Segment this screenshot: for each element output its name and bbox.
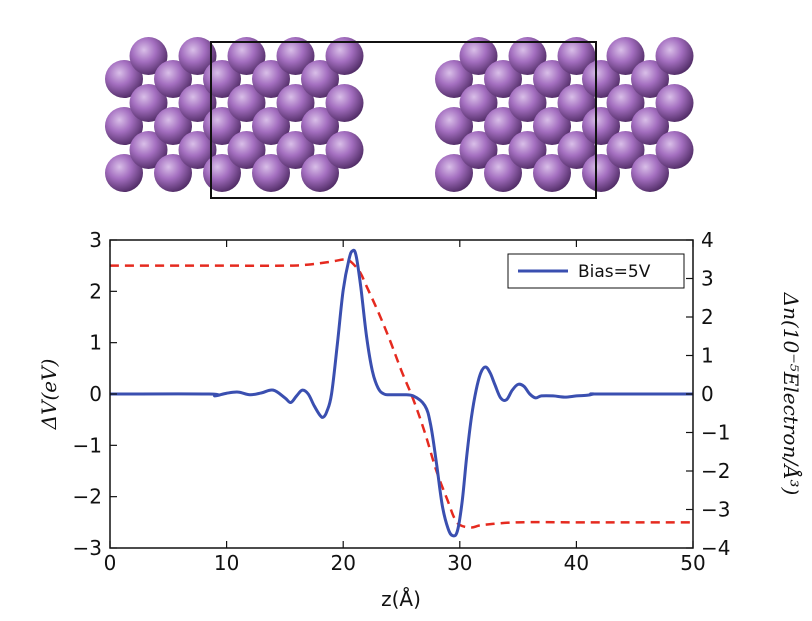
y-left-tick-label: −1 [73,433,102,457]
x-tick-label: 10 [214,551,239,575]
atom [178,84,217,122]
atom [631,107,669,145]
charge-density-line-bias [109,248,693,538]
atom [252,60,290,98]
y-right-tick-label: −3 [701,498,730,522]
y-axis-left-title: ΔV(eV) [37,359,61,431]
atom [459,37,498,75]
atom [435,107,473,145]
atom [227,84,266,122]
atom [154,154,192,192]
atom [582,154,620,192]
atom [105,107,143,145]
atom [325,37,364,75]
atom [227,131,266,169]
atom [533,107,571,145]
atom [154,60,192,98]
atom [276,131,315,169]
y-left-tick-label: 2 [89,279,102,303]
atom [435,60,473,98]
y-right-tick-label: 2 [701,305,714,329]
y-left-tick-label: −3 [73,536,102,560]
atom [178,131,217,169]
atom [582,107,620,145]
y-right-tick-label: 1 [701,344,714,368]
atom [557,131,596,169]
atom [533,154,571,192]
atom [178,37,217,75]
legend-label-bias: Bias=5V [578,262,651,282]
y-axis-right-title: Δn(10⁻⁵Electron/Å³) [779,292,804,496]
y-right-tick-label: −1 [701,421,730,445]
atom [557,84,596,122]
atom [631,154,669,192]
legend: Bias=5V [507,253,685,289]
atom [484,107,522,145]
x-axis-title: z(Å) [381,587,421,611]
atom [276,37,315,75]
atom [129,131,168,169]
x-tick-label: 30 [447,551,472,575]
atom [325,131,364,169]
atom [606,131,645,169]
atom [325,84,364,122]
atom [154,107,192,145]
atom [301,107,339,145]
atom [484,60,522,98]
atom [105,154,143,192]
atom [557,37,596,75]
atom [508,37,547,75]
y-right-tick-label: −4 [701,536,730,560]
atom [655,131,694,169]
atom [655,37,694,75]
y-left-tick-label: 3 [89,228,102,252]
atom [301,60,339,98]
y-right-tick-label: 3 [701,267,714,291]
ticks-layer: 0 10 20 30 40 50 −3 −2 −1 0 1 2 3 −4 −3 −2 −1 0 1 2 3 4 [73,228,731,575]
series-layer [109,248,693,538]
atom [129,37,168,75]
atom [252,107,290,145]
y-left-tick-label: −2 [73,485,102,509]
atom [533,60,571,98]
atom [459,131,498,169]
atom [484,154,522,192]
x-tick-label: 40 [564,551,589,575]
potential-line-dashed [110,258,693,529]
atom [227,37,266,75]
y-left-tick-label: 1 [89,331,102,355]
atom [582,60,620,98]
y-right-tick-label: 4 [701,228,714,252]
atom [105,60,143,98]
atom [606,37,645,75]
y-left-tick-label: 0 [89,382,102,406]
simulation-cell-box [210,41,597,199]
atom [508,84,547,122]
x-tick-label: 50 [680,551,705,575]
atom [203,107,241,145]
atom [276,84,315,122]
y-right-tick-label: 0 [701,382,714,406]
atom [435,154,473,192]
atom [203,154,241,192]
x-tick-label: 20 [330,551,355,575]
atom [508,131,547,169]
atom [631,60,669,98]
atom [655,84,694,122]
atom [301,154,339,192]
x-tick-label: 0 [104,551,117,575]
y-right-tick-label: −2 [701,459,730,483]
atom [129,84,168,122]
atomic-structure-illustration [105,37,694,192]
atom [252,154,290,192]
atom [459,84,498,122]
atom [203,60,241,98]
atom [606,84,645,122]
